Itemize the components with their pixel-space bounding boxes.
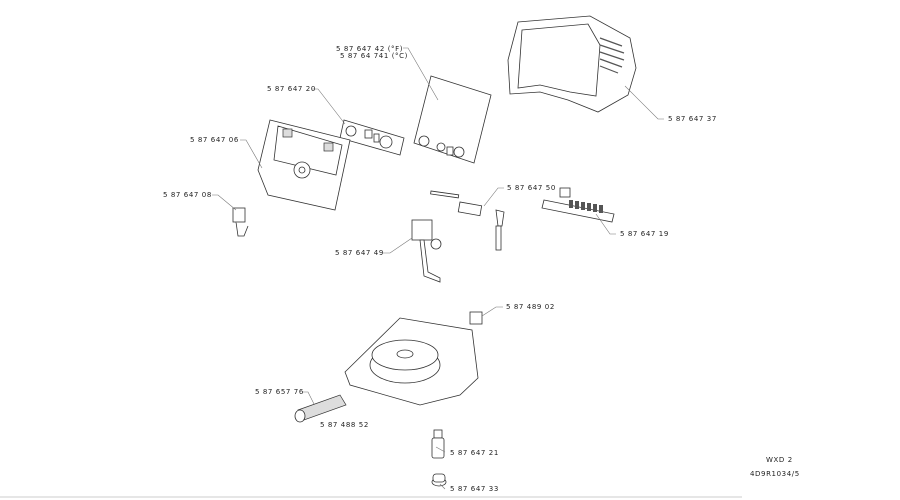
rubber-foot-part: [431, 473, 447, 487]
label-foot-post: 5 87 647 21: [450, 449, 499, 457]
label-housing-cover: 5 87 647 37: [668, 115, 717, 123]
label-rubber-foot: 5 87 647 33: [450, 485, 499, 493]
bracket-valve-part: [411, 219, 442, 283]
housing-cover-part: [507, 15, 637, 113]
label-cover-plate-c: 5 87 64 741 (°C): [340, 52, 408, 60]
label-front-panel: 5 87 647 06: [190, 136, 239, 144]
cable-sleeve-part: [294, 394, 347, 423]
label-socket-clip: 5 87 647 08: [163, 191, 212, 199]
connector-part: [469, 311, 483, 325]
foot-post-part: [431, 429, 445, 459]
front-panel-part: [257, 119, 351, 211]
label-connector: 5 87 489 02: [506, 303, 555, 311]
base-part: [344, 317, 479, 406]
label-cover-plate-f: 5 87 647 42 (°F): [336, 45, 403, 53]
drawing-title: WXD 2: [766, 456, 793, 464]
socket-clip-part: [232, 207, 249, 237]
leader-lines: [212, 47, 664, 490]
label-bracket-valve: 5 87 647 49: [335, 249, 384, 257]
label-control-insert: 5 87 647 20: [267, 85, 316, 93]
label-strain-relief: 5 87 488 52: [320, 421, 369, 429]
label-cable-sleeve: 5 87 657 76: [255, 388, 304, 396]
cover-plate-part: [413, 75, 492, 164]
label-circuit-board: 5 87 647 19: [620, 230, 669, 238]
label-valve-block: 5 87 647 50: [507, 184, 556, 192]
drawing-number: 4D9R1034/5: [750, 470, 800, 478]
circuit-board-part: [541, 187, 615, 223]
control-insert-part: [339, 119, 405, 156]
valve-block-part: [430, 190, 505, 251]
